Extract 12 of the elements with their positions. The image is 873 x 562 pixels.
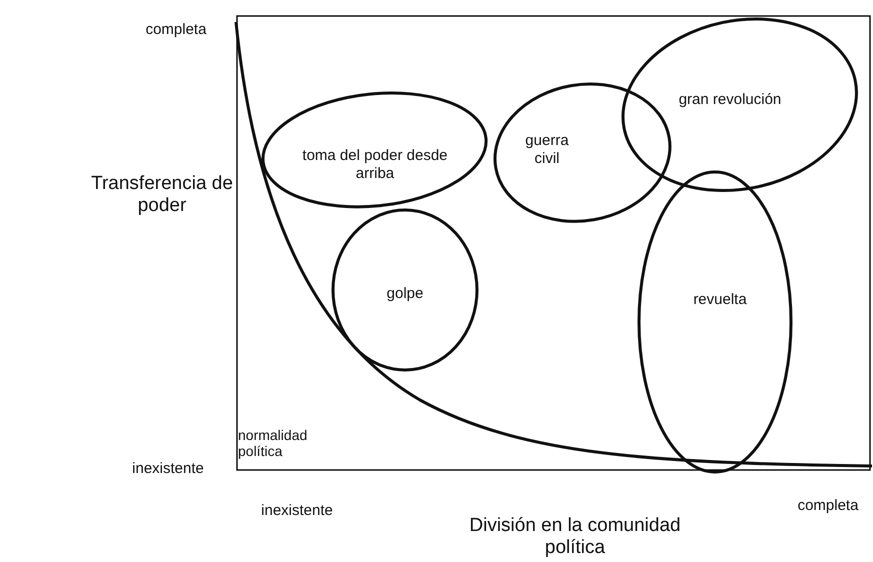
axis-max-label: completa xyxy=(144,21,208,39)
category-label: golpe xyxy=(386,285,424,303)
axis-max-label: completa xyxy=(796,497,860,515)
region-label: normalidad política xyxy=(238,426,308,460)
axis-title: División en la comunidad política xyxy=(468,515,682,559)
category-label: revuelta xyxy=(692,291,748,309)
axis-min-label: inexistente xyxy=(260,502,334,520)
category-label: gran revolución xyxy=(678,90,782,109)
category-label: guerra civil xyxy=(524,132,570,168)
axis-min-label: inexistente xyxy=(131,460,205,478)
category-label: toma del poder desde arriba xyxy=(301,146,449,183)
axis-title: Transferencia de poder xyxy=(90,173,234,217)
